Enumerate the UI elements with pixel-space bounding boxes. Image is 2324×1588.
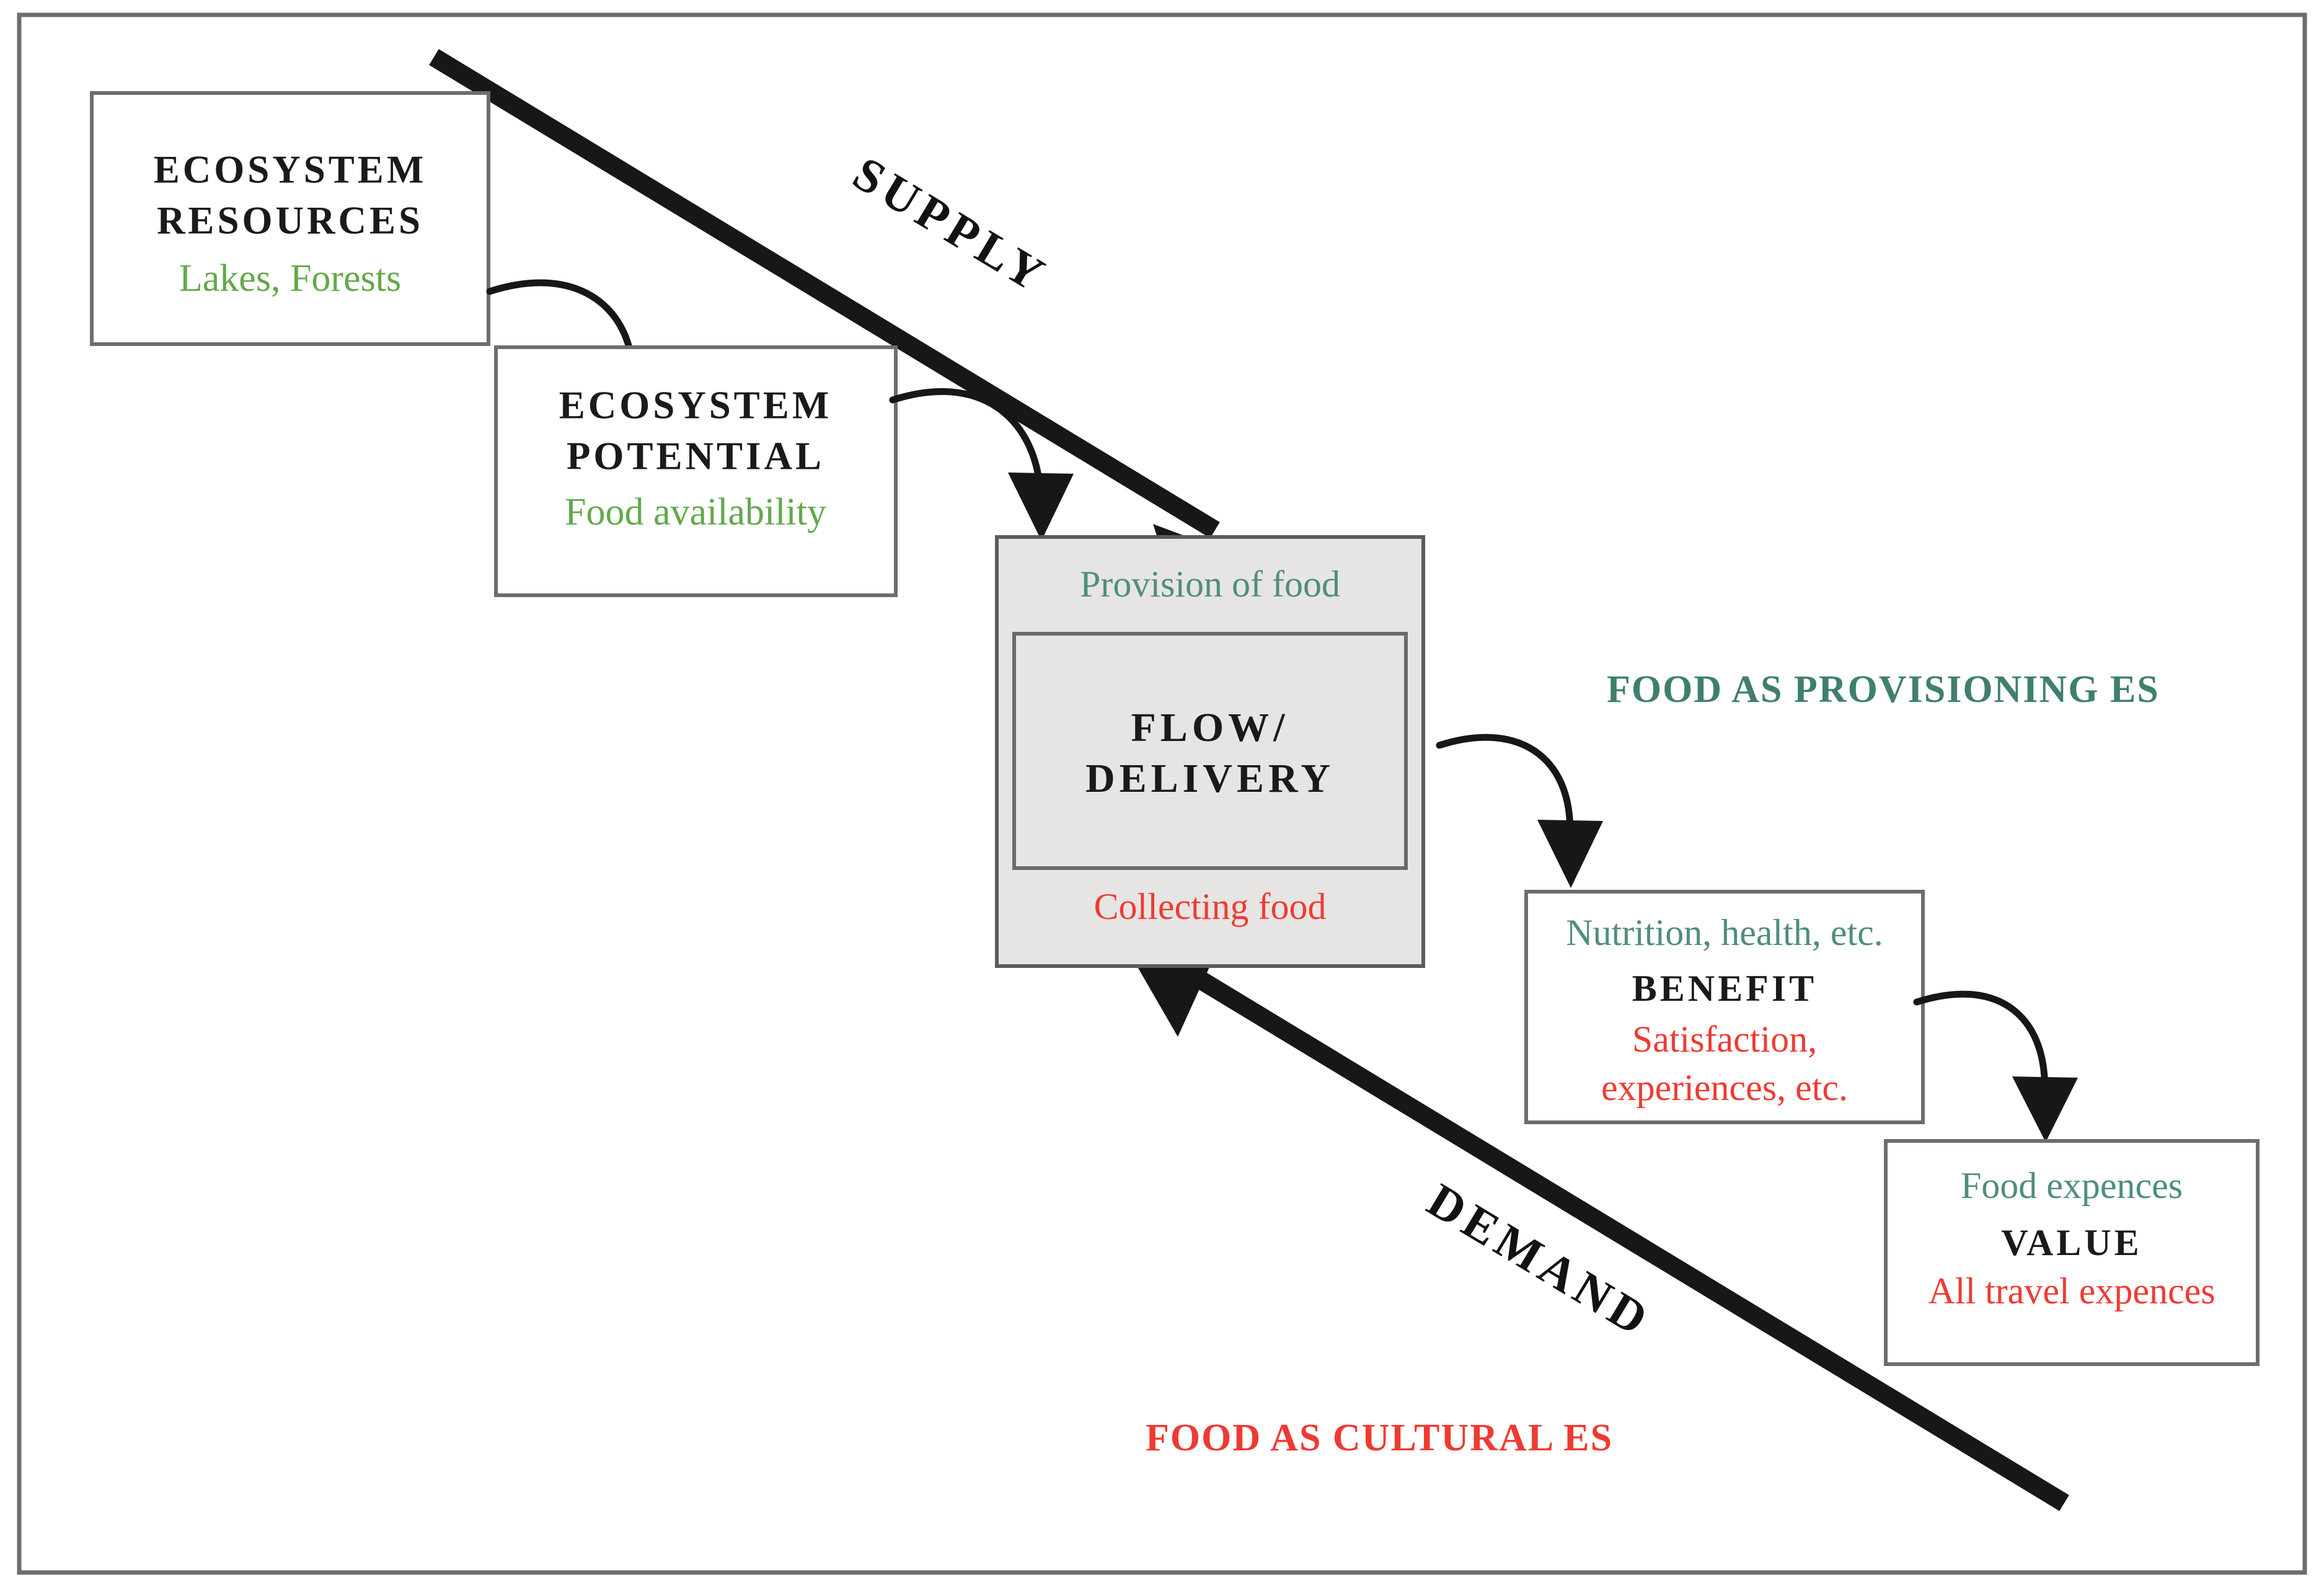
ecosystem-potential-title-line1: ECOSYSTEM	[559, 383, 833, 427]
node-flow-delivery: Provision of food FLOW/ DELIVERY Collect…	[995, 535, 1425, 968]
ecosystem-resources-box	[90, 91, 490, 346]
benefit-title: BENEFIT	[1632, 968, 1817, 1009]
benefit-cultural-label-line1: Satisfaction,	[1632, 1019, 1817, 1060]
node-benefit: Nutrition, health, etc. BENEFIT Satisfac…	[1524, 890, 1925, 1124]
figure-frame	[17, 12, 2307, 1575]
demand-axis-label: DEMAND	[1418, 1173, 1661, 1348]
arrow-benefit-to-value-path	[1913, 990, 2048, 1100]
flow-delivery-provisioning-label: Provision of food	[1080, 564, 1340, 605]
ecosystem-potential-box	[494, 345, 898, 597]
arrow-flow-to-benefit	[1436, 734, 1603, 888]
arrow-resources-to-potential-path	[486, 279, 636, 370]
benefit-cultural-label-line2: experiences, etc.	[1601, 1067, 1848, 1108]
ecosystem-potential-example: Food availability	[565, 491, 826, 533]
arrow-potential-to-flow	[889, 388, 1074, 541]
supply-axis-label: SUPPLY	[844, 146, 1058, 304]
node-value: Food expences VALUE All travel expences	[1884, 1139, 2260, 1366]
legend-provisioning-es: FOOD AS PROVISIONING ES	[1607, 668, 2160, 711]
arrow-benefit-to-value	[1913, 990, 2078, 1142]
benefit-provisioning-label: Nutrition, health, etc.	[1566, 912, 1883, 953]
demand-arrow-shaft	[1173, 958, 2069, 1511]
arrow-flow-to-benefit-head	[1537, 820, 1603, 888]
ecosystem-resources-example: Lakes, Forests	[179, 257, 401, 299]
ecosystem-resources-title-line2: RESOURCES	[157, 198, 423, 242]
benefit-box	[1524, 890, 1925, 1124]
value-title: VALUE	[2001, 1222, 2142, 1263]
value-cultural-label: All travel expences	[1928, 1271, 2215, 1311]
flow-delivery-title-line1: FLOW/	[1131, 705, 1289, 750]
node-ecosystem-potential: ECOSYSTEM POTENTIAL Food availability	[494, 345, 898, 597]
flow-delivery-title-line2: DELIVERY	[1085, 756, 1335, 801]
supply-arrow-shaft	[429, 49, 1220, 538]
flow-delivery-cultural-label: Collecting food	[1094, 886, 1327, 927]
value-box	[1884, 1139, 2260, 1366]
legend-cultural-es: FOOD AS CULTURAL ES	[1146, 1417, 1613, 1459]
arrow-flow-to-benefit-path	[1436, 734, 1574, 842]
arrow-potential-to-flow-path	[889, 388, 1044, 494]
value-provisioning-label: Food expences	[1961, 1165, 2183, 1206]
ecosystem-resources-title-line1: ECOSYSTEM	[154, 148, 427, 191]
flow-delivery-inner-box	[1012, 632, 1408, 870]
arrow-potential-to-flow-head	[1008, 472, 1074, 541]
node-ecosystem-resources: ECOSYSTEM RESOURCES Lakes, Forests	[90, 91, 490, 346]
arrow-benefit-to-value-head	[2012, 1076, 2078, 1142]
ecosystem-potential-title-line2: POTENTIAL	[567, 434, 824, 477]
